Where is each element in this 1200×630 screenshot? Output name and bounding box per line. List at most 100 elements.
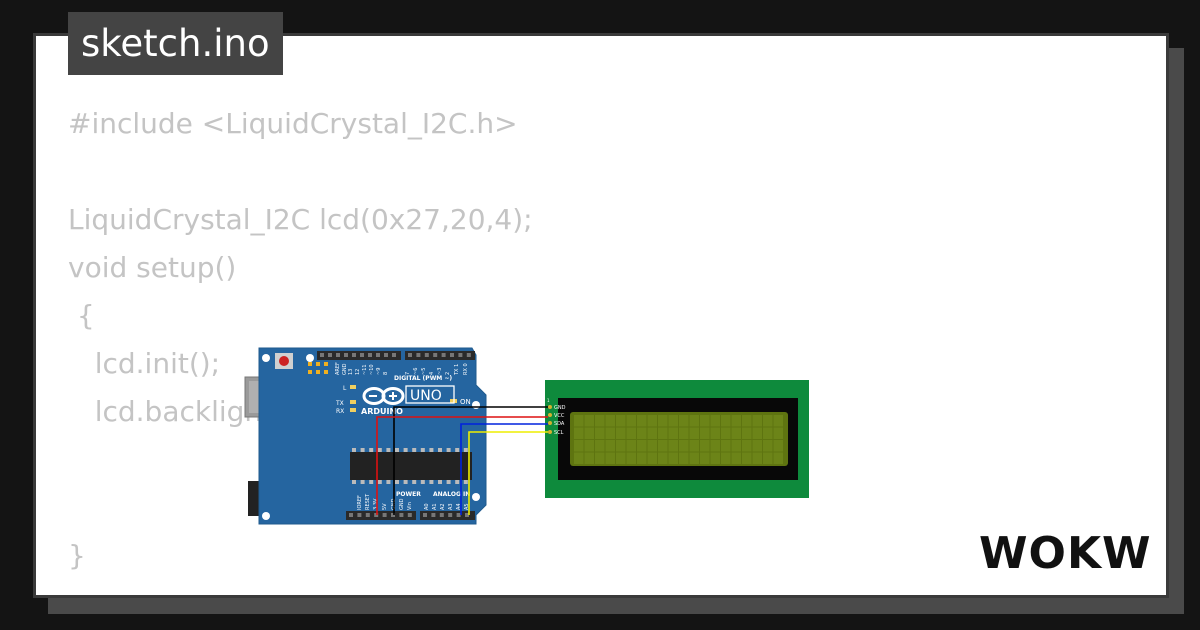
lcd-cell	[574, 415, 584, 427]
pin-hole[interactable]	[336, 353, 340, 357]
code-line: lcd.init();	[68, 347, 221, 380]
lcd-cell	[584, 452, 594, 464]
led-tx-label: TX	[335, 400, 344, 407]
lcd-cell	[605, 427, 615, 439]
lcd-cell	[574, 440, 584, 452]
pin-label: 7	[405, 372, 411, 375]
pin-hole[interactable]	[357, 513, 362, 517]
vcc-wire[interactable]	[376, 416, 548, 515]
pin-hole[interactable]	[448, 513, 453, 517]
pin-hole[interactable]	[328, 353, 332, 357]
lcd-cell	[658, 415, 668, 427]
pin-hole[interactable]	[360, 353, 364, 357]
pin-hole[interactable]	[456, 513, 461, 517]
wokwi-logo[interactable]: WOKWi	[975, 525, 1153, 577]
lcd-cell	[626, 427, 636, 439]
header-analog	[420, 511, 475, 520]
lcd-pin[interactable]	[548, 421, 552, 425]
chip-leg	[420, 480, 425, 484]
pin-hole[interactable]	[441, 353, 446, 357]
atmega-chip	[350, 452, 472, 480]
lcd-cell	[616, 427, 626, 439]
lcd-cell	[658, 440, 668, 452]
lcd-cell	[668, 415, 678, 427]
chip-leg	[446, 448, 451, 452]
pin-hole[interactable]	[424, 353, 429, 357]
lcd-cell	[742, 427, 752, 439]
lcd-cell	[679, 452, 689, 464]
wires[interactable]	[376, 406, 548, 515]
lcd-cell	[584, 427, 594, 439]
pin-hole[interactable]	[392, 353, 396, 357]
chip-leg	[377, 448, 382, 452]
pin-hole[interactable]	[408, 353, 412, 357]
lcd-pin[interactable]	[548, 430, 552, 434]
pin-hole[interactable]	[399, 513, 404, 517]
lcd-cell	[616, 415, 626, 427]
lcd-cell	[742, 415, 752, 427]
pin-hole[interactable]	[368, 353, 372, 357]
chip-leg	[360, 448, 365, 452]
pin-hole[interactable]	[376, 353, 380, 357]
sda-wire[interactable]	[460, 423, 548, 515]
led-on-label: ON	[460, 398, 471, 406]
lcd-pin[interactable]	[548, 405, 552, 409]
pin-hole[interactable]	[466, 353, 471, 357]
lcd-cell	[742, 452, 752, 464]
pin-hole[interactable]	[382, 513, 387, 517]
pin-hole[interactable]	[450, 353, 454, 357]
chip-leg	[352, 480, 356, 484]
lcd-cell	[668, 452, 678, 464]
chip-leg	[386, 448, 391, 452]
pin-hole[interactable]	[439, 513, 444, 517]
reset-button-cap[interactable]	[279, 356, 289, 366]
lcd-cell	[668, 427, 678, 439]
lcd-cell	[752, 427, 762, 439]
scl-wire[interactable]	[468, 431, 548, 515]
pin-label: ~5	[421, 368, 427, 375]
pin-hole[interactable]	[391, 513, 395, 517]
pin-hole[interactable]	[458, 353, 463, 357]
pin-hole[interactable]	[465, 513, 469, 517]
pin-hole[interactable]	[365, 513, 370, 517]
pin-hole[interactable]	[407, 513, 412, 517]
lcd-cell	[658, 427, 668, 439]
pin-hole[interactable]	[349, 513, 353, 517]
preview-card	[33, 33, 1169, 598]
pin-hole[interactable]	[384, 353, 388, 357]
pin-hole[interactable]	[320, 353, 324, 357]
gnd-wire[interactable]	[393, 406, 548, 515]
pin-hole[interactable]	[344, 353, 348, 357]
lcd-cell	[763, 452, 773, 464]
pin-label: RX 0	[463, 363, 469, 375]
pin-label: RESET	[365, 493, 371, 510]
pin-hole[interactable]	[352, 353, 356, 357]
lcd-cell	[637, 440, 647, 452]
top-pin-holes	[320, 353, 471, 357]
lcd-cell	[700, 415, 710, 427]
lcd-cell	[679, 440, 689, 452]
code-line	[68, 148, 1128, 196]
lcd-cell	[752, 452, 762, 464]
pin-hole[interactable]	[431, 513, 436, 517]
lcd-cell	[637, 452, 647, 464]
pin-label: ~10	[369, 364, 375, 375]
pin-label: AREF	[335, 362, 341, 375]
file-tab[interactable]: sketch.ino	[68, 12, 283, 75]
pin-label: 4	[429, 372, 435, 375]
brand-label: ARDUINO	[361, 407, 403, 416]
code-line: void setup()	[68, 251, 237, 284]
pin-hole[interactable]	[433, 353, 438, 357]
model-badge	[405, 385, 455, 404]
lcd-cell	[689, 427, 699, 439]
lcd-cell	[626, 452, 636, 464]
lcd-cell	[721, 427, 731, 439]
digital-header-label: DIGITAL (PWM ~)	[394, 375, 452, 382]
chip-pins	[352, 448, 468, 484]
lcd-pin[interactable]	[548, 413, 552, 417]
pin-hole[interactable]	[416, 353, 421, 357]
pin-hole[interactable]	[423, 513, 427, 517]
